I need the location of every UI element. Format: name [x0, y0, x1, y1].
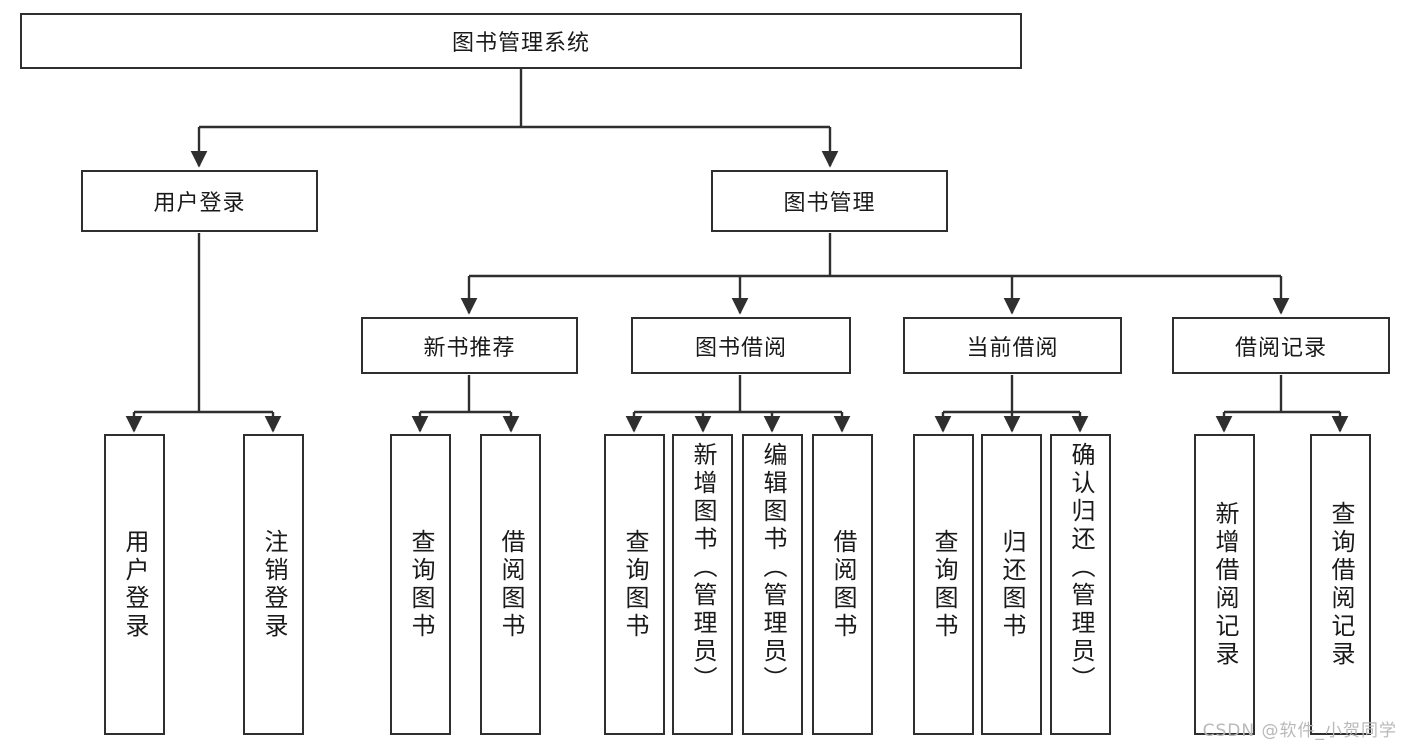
node-label: 当前借阅 — [966, 335, 1059, 361]
node-label: 新书推荐 — [423, 335, 516, 361]
leaf-user-login-logout[interactable]: 注销登录 — [243, 434, 304, 735]
node-label: 借阅图书 — [828, 528, 857, 641]
node-label: 图书借阅 — [694, 335, 787, 361]
node-label: 注销登录 — [259, 528, 288, 641]
leaf-user-login-login[interactable]: 用户登录 — [104, 434, 165, 735]
leaf-new-book-borrow[interactable]: 借阅图书 — [480, 434, 541, 735]
watermark-text: CSDN @软件_小贺同学 — [1202, 721, 1397, 741]
leaf-book-borrow-borrow[interactable]: 借阅图书 — [812, 434, 873, 735]
leaf-current-borrow-confirm-return[interactable]: 确认归还（管理员） — [1050, 434, 1111, 735]
node-label: 查询图书 — [406, 528, 435, 641]
node-label: 图书管理 — [783, 191, 876, 216]
node-book-borrow[interactable]: 图书借阅 — [631, 317, 851, 374]
leaf-borrow-record-add[interactable]: 新增借阅记录 — [1194, 434, 1255, 735]
node-label: 确认归还（管理员） — [1066, 442, 1095, 694]
node-label: 编辑图书（管理员） — [758, 442, 787, 694]
node-label: 图书管理系统 — [451, 31, 590, 56]
node-label: 借阅图书 — [496, 528, 525, 641]
node-label: 借阅记录 — [1234, 335, 1327, 361]
node-book-management[interactable]: 图书管理 — [711, 170, 948, 232]
node-label: 查询图书 — [620, 528, 649, 641]
node-label: 新增图书（管理员） — [688, 442, 717, 694]
node-label: 查询图书 — [929, 528, 958, 641]
leaf-current-borrow-query[interactable]: 查询图书 — [913, 434, 974, 735]
leaf-book-borrow-add[interactable]: 新增图书（管理员） — [672, 434, 733, 735]
leaf-book-borrow-edit[interactable]: 编辑图书（管理员） — [742, 434, 803, 735]
leaf-current-borrow-return[interactable]: 归还图书 — [981, 434, 1042, 735]
node-new-book-recommend[interactable]: 新书推荐 — [361, 317, 578, 374]
leaf-new-book-query[interactable]: 查询图书 — [390, 434, 451, 735]
leaf-book-borrow-query[interactable]: 查询图书 — [604, 434, 665, 735]
node-current-borrow[interactable]: 当前借阅 — [903, 317, 1122, 374]
node-label: 用户登录 — [120, 528, 149, 641]
leaf-borrow-record-query[interactable]: 查询借阅记录 — [1310, 434, 1371, 735]
node-user-login[interactable]: 用户登录 — [81, 170, 318, 232]
node-label: 归还图书 — [997, 528, 1026, 641]
node-root[interactable]: 图书管理系统 — [20, 13, 1022, 69]
node-label: 用户登录 — [153, 191, 246, 216]
node-borrow-record[interactable]: 借阅记录 — [1172, 317, 1390, 374]
node-label: 新增借阅记录 — [1210, 500, 1239, 669]
node-label: 查询借阅记录 — [1326, 500, 1355, 669]
